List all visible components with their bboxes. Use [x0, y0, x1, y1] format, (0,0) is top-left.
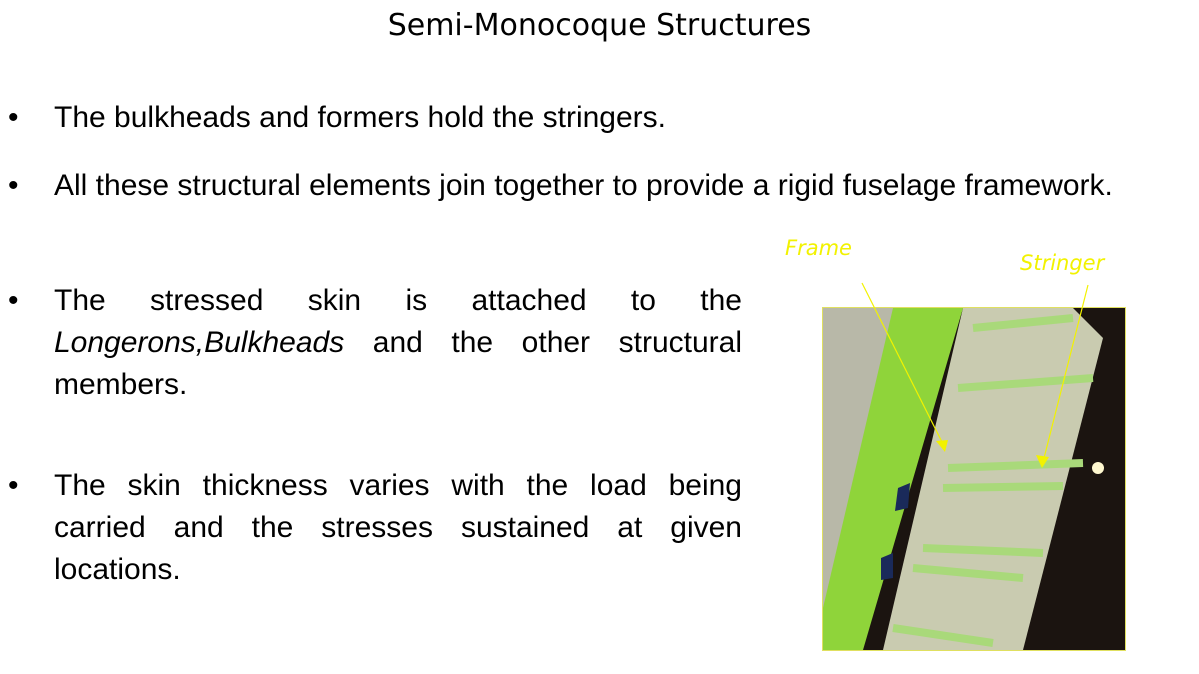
- bullet-icon: •: [8, 469, 19, 502]
- bullet-icon: •: [8, 284, 19, 317]
- bullet-text-3-pre: The stressed skin is attached to the: [54, 284, 742, 317]
- frame-label: Frame: [785, 236, 852, 260]
- slide-title: Semi-Monocoque Structures: [387, 8, 812, 43]
- stringer-label: Stringer: [1020, 251, 1105, 275]
- bullet-text-3-post: and the other structural members.: [54, 326, 742, 401]
- bullet-text-2: All these structural elements join toget…: [54, 169, 1113, 202]
- bullet-text-4: The skin thickness varies with the load …: [54, 469, 742, 586]
- fuselage-photo: [822, 307, 1126, 651]
- bullet-text-3-italic: Longerons,Bulkheads: [54, 326, 345, 359]
- bullet-icon: •: [8, 101, 19, 134]
- bullet-icon: •: [8, 169, 19, 202]
- bullet-text-3: The stressed skin is attached to the Lon…: [54, 280, 742, 406]
- fuselage-illustration: [823, 308, 1125, 650]
- bullet-text-1: The bulkheads and formers hold the strin…: [54, 101, 666, 134]
